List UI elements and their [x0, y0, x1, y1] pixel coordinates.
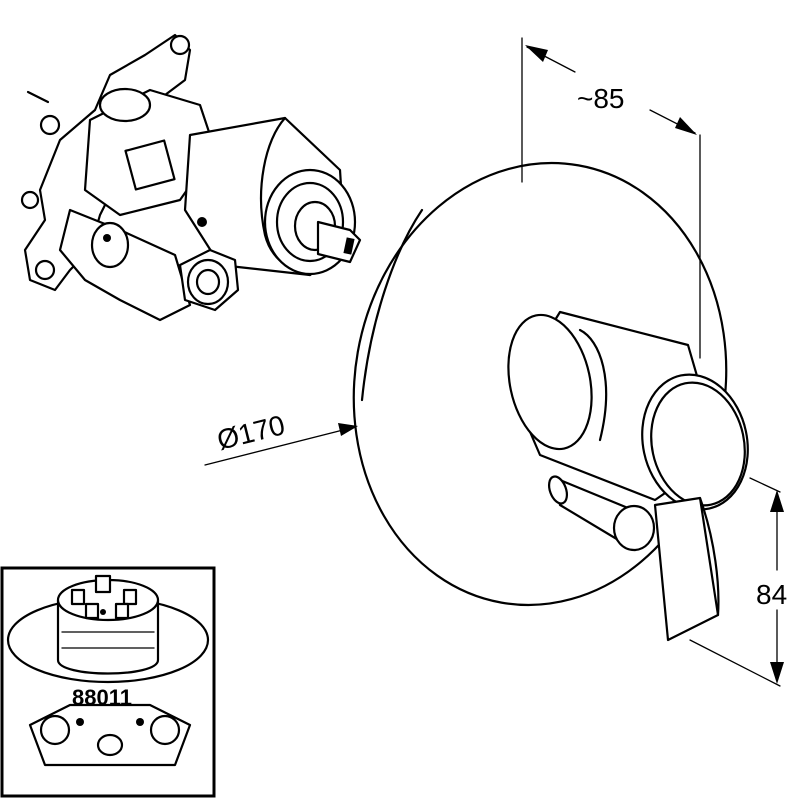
- mixer-lever: [653, 496, 720, 642]
- dimension-lines: [204, 37, 784, 687]
- inset-box: [0, 566, 216, 798]
- trim-plate-assembly: [352, 161, 749, 642]
- diameter-dimension-label: Ø170: [214, 409, 288, 456]
- height-dimension-label: 84: [756, 579, 787, 610]
- rough-in-valve-body: [20, 33, 362, 322]
- inset-part-number: 88011: [72, 685, 132, 710]
- depth-dimension-label: ~85: [577, 83, 625, 114]
